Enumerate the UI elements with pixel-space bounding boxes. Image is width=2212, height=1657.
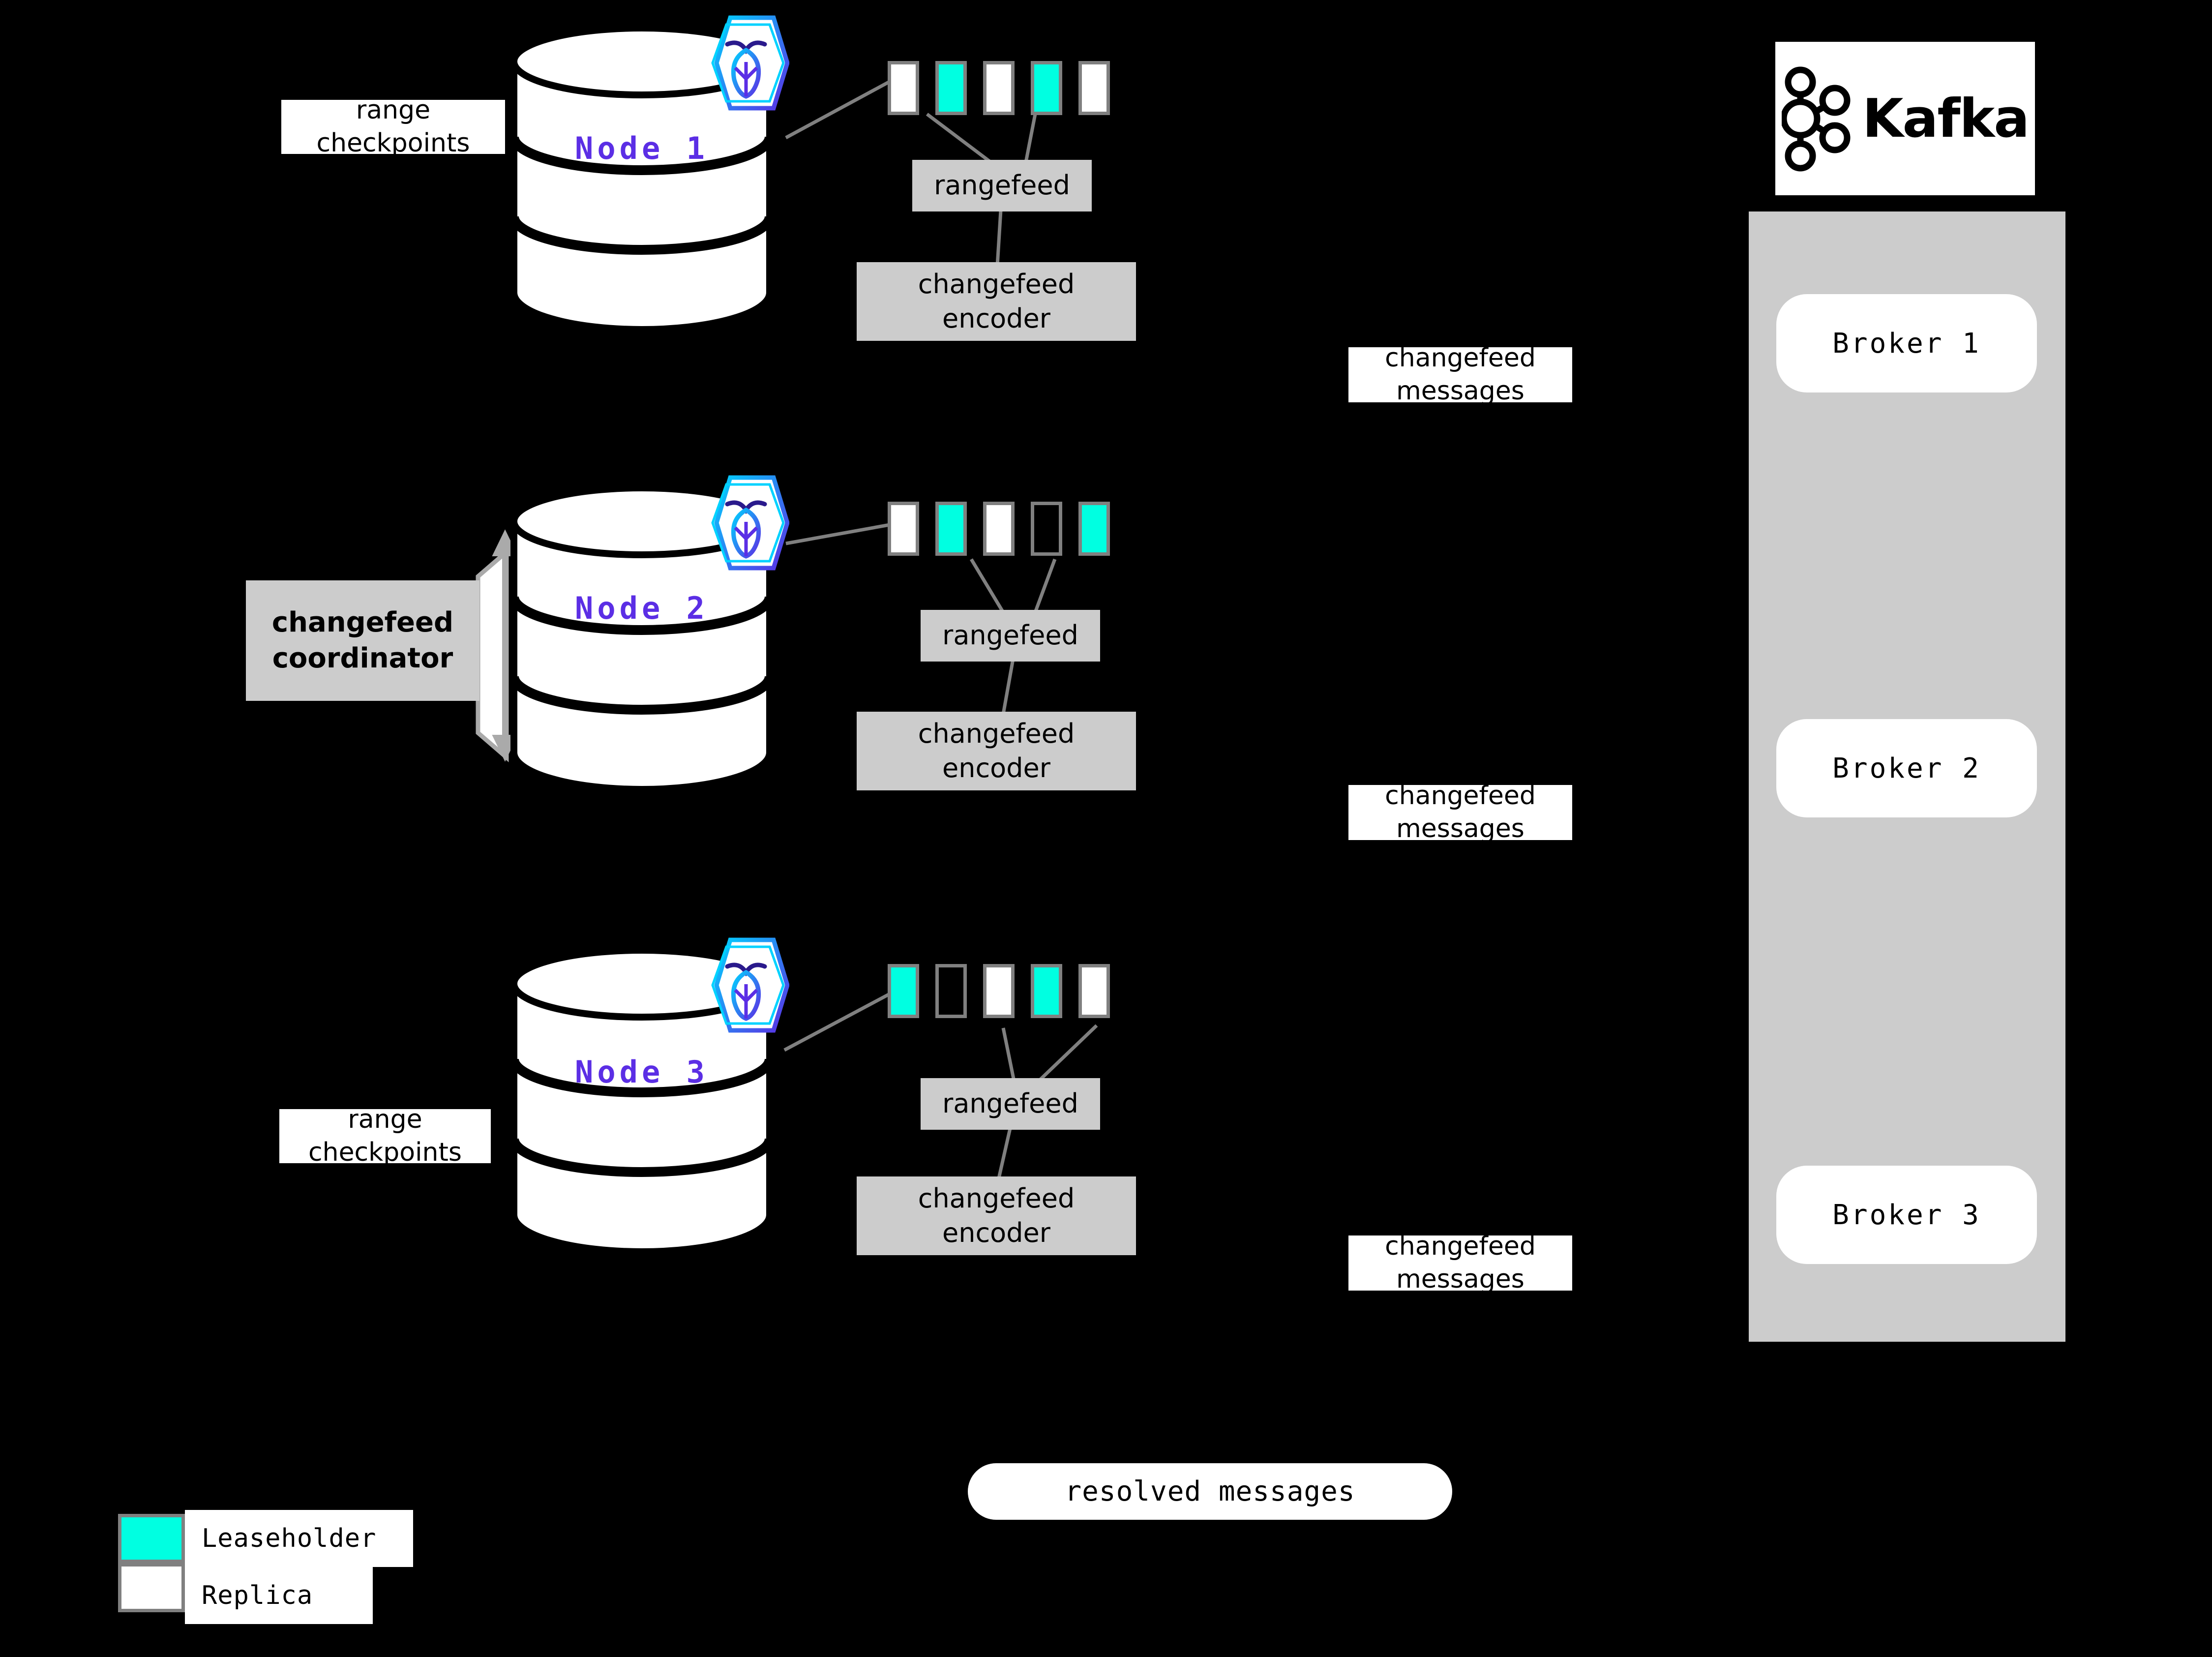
cockroachdb-hexagon-icon xyxy=(711,475,789,571)
node1-range-checkpoints-label: range checkpoints xyxy=(281,95,505,158)
broker-label: Broker 3 xyxy=(1832,1199,1981,1231)
cockroachdb-hexagon-icon xyxy=(711,937,789,1033)
node3-changefeed-encoder-box[interactable]: changefeed encoder xyxy=(857,1176,1136,1255)
cockroachdb-hexagon-icon xyxy=(711,15,789,111)
kafka-logo: Kafka xyxy=(1775,42,2035,195)
changefeed-coordinator-box[interactable]: changefeed coordinator xyxy=(246,580,479,701)
broker-label: Broker 1 xyxy=(1832,327,1981,360)
range-cell-replica[interactable] xyxy=(983,502,1015,556)
legend: Leaseholder Replica xyxy=(118,1510,413,1627)
range-cell-replica[interactable] xyxy=(1078,964,1110,1018)
changefeed-messages-label-1: changefeed messages xyxy=(1348,343,1572,406)
range-cell-leaseholder[interactable] xyxy=(935,502,967,556)
resolved-messages-pill[interactable]: resolved messages xyxy=(968,1463,1452,1520)
range-cell-replica[interactable] xyxy=(888,502,919,556)
legend-label-leaseholder: Leaseholder xyxy=(185,1510,413,1567)
node2-changefeed-encoder-box[interactable]: changefeed encoder xyxy=(857,712,1136,790)
node3-range-cells xyxy=(888,964,1138,1018)
node3-rangefeed-box[interactable]: rangefeed xyxy=(921,1078,1100,1130)
kafka-inbound-arrowhead xyxy=(2096,338,2110,350)
range-cell-leaseholder[interactable] xyxy=(888,964,919,1018)
kafka-wordmark: Kafka xyxy=(1862,88,2030,150)
legend-swatch-leaseholder xyxy=(118,1514,185,1563)
range-cell-leaseholder[interactable] xyxy=(1031,61,1062,115)
node3-label: Node 3 xyxy=(575,1054,709,1090)
coordinator-wedge xyxy=(476,547,509,762)
node1-range-cells xyxy=(888,61,1138,115)
range-cell-leaseholder[interactable] xyxy=(1078,502,1110,556)
kafka-inbound-arrowhead-2 xyxy=(2096,1224,2110,1235)
node2-range-cells xyxy=(888,502,1138,556)
legend-label-replica: Replica xyxy=(185,1567,373,1624)
broker-2[interactable]: Broker 2 xyxy=(1776,719,2037,817)
node1-changefeed-encoder-box[interactable]: changefeed encoder xyxy=(857,262,1136,341)
range-cell-replica[interactable] xyxy=(888,61,919,115)
broker-1[interactable]: Broker 1 xyxy=(1776,294,2037,392)
range-cell-empty[interactable] xyxy=(1031,502,1062,556)
node3-cylinder xyxy=(509,947,775,1252)
range-cell-empty[interactable] xyxy=(935,964,967,1018)
legend-swatch-replica xyxy=(118,1563,185,1612)
changefeed-messages-label-2: changefeed messages xyxy=(1348,781,1572,844)
range-cell-replica[interactable] xyxy=(1078,61,1110,115)
broker-3[interactable]: Broker 3 xyxy=(1776,1166,2037,1264)
range-cell-leaseholder[interactable] xyxy=(935,61,967,115)
range-cell-replica[interactable] xyxy=(983,61,1015,115)
resolved-messages-label: resolved messages xyxy=(1065,1476,1355,1507)
node3-range-checkpoints-label: range checkpoints xyxy=(279,1105,491,1167)
node1-label: Node 1 xyxy=(575,130,709,166)
kafka-node-graph-icon xyxy=(1781,66,1851,171)
range-cell-replica[interactable] xyxy=(983,964,1015,1018)
node2-rangefeed-box[interactable]: rangefeed xyxy=(921,610,1100,662)
node1-rangefeed-box[interactable]: rangefeed xyxy=(912,160,1092,211)
broker-label: Broker 2 xyxy=(1832,752,1981,784)
range-cell-leaseholder[interactable] xyxy=(1031,964,1062,1018)
node1-cylinder xyxy=(509,25,775,330)
node2-label: Node 2 xyxy=(575,590,709,626)
changefeed-messages-label-3: changefeed messages xyxy=(1348,1232,1572,1294)
